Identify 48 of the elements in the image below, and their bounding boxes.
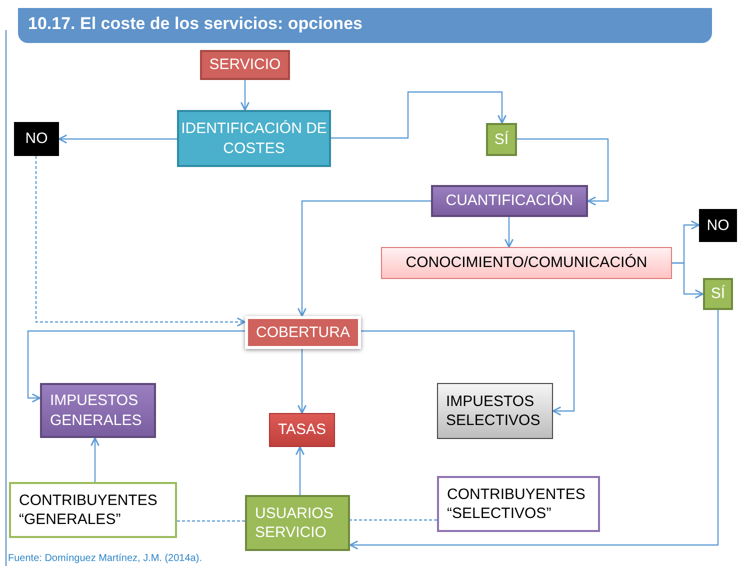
title-banner: 10.17. El coste de los servicios: opciones	[18, 8, 712, 43]
node-label: SÍ	[710, 284, 726, 304]
arrow	[504, 217, 514, 248]
decision-box	[14, 122, 59, 156]
connector-line	[350, 519, 437, 521]
process-box	[269, 413, 335, 447]
node-label: CONOCIMIENTO/COMUNICACIÓN	[406, 253, 648, 273]
node-label: SÍ	[494, 130, 509, 150]
arrow	[240, 80, 250, 111]
arrow	[349, 310, 719, 550]
node-label: CUANTIFICACIÓN	[446, 191, 574, 211]
node-label: NO	[706, 216, 730, 236]
arrow	[27, 330, 245, 403]
process-box	[437, 476, 600, 532]
decision-box	[703, 278, 733, 310]
arrow	[331, 91, 507, 139]
process-box	[245, 316, 361, 349]
process-box	[9, 482, 177, 538]
node-label: CONTRIBUYENTES “SELECTIVOS”	[447, 484, 586, 524]
node-label: COBERTURA	[256, 322, 350, 342]
arrow	[361, 330, 575, 416]
node-label: USUARIOS SERVICIO	[255, 504, 334, 542]
process-box	[381, 247, 672, 279]
node-label: SERVICIO	[209, 55, 281, 75]
decision-box	[486, 123, 517, 156]
arrow	[297, 200, 431, 317]
arrow	[297, 349, 307, 414]
process-box	[437, 383, 553, 439]
node-label: IDENTIFICACIÓN DE COSTES	[180, 119, 328, 158]
arrow	[58, 134, 177, 144]
node-label: IMPUESTOS GENERALES	[50, 391, 143, 430]
source-note: Fuente: Domínguez Martínez, J.M. (2014a).	[8, 553, 202, 564]
process-box	[177, 110, 331, 167]
decision-box	[245, 495, 350, 551]
decision-box	[699, 209, 737, 242]
node-label: TASAS	[278, 420, 326, 440]
arrow	[90, 437, 100, 482]
node-label: NO	[25, 129, 48, 149]
arrow	[517, 138, 609, 206]
process-box	[431, 185, 588, 217]
node-label: IMPUESTOS SELECTIVOS	[446, 392, 542, 430]
node-label: CONTRIBUYENTES “GENERALES”	[19, 490, 158, 530]
arrow	[35, 156, 246, 327]
arrow	[295, 446, 305, 495]
process-box	[40, 383, 156, 438]
arrow	[672, 262, 704, 299]
connector-line	[177, 520, 245, 522]
process-box	[200, 50, 290, 80]
